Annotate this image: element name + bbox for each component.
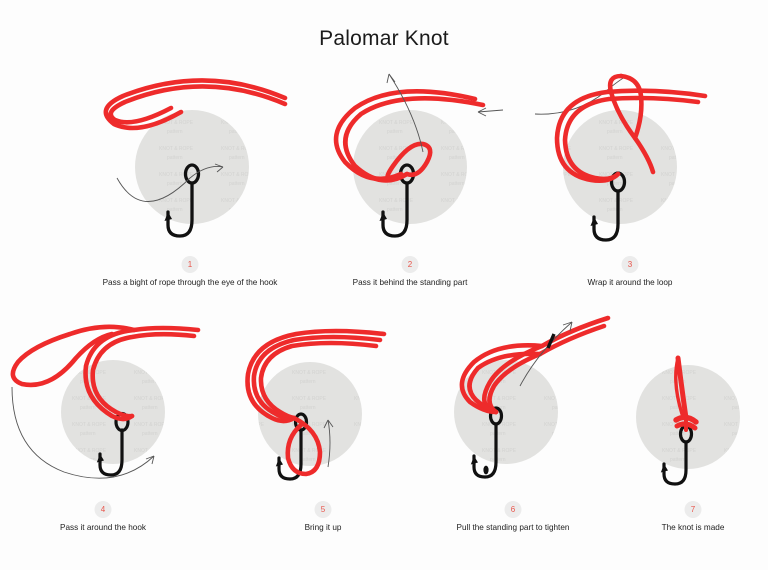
step-4-illustration: KNOT & ROPE pattern — [8, 312, 201, 502]
step-2-badge: 2 — [401, 256, 419, 273]
step-7-caption: The knot is made — [661, 523, 725, 532]
page-title: Palomar Knot — [319, 27, 449, 50]
rope-path — [333, 89, 486, 183]
step-3-badge: 3 — [621, 256, 639, 273]
guide-arrow-icon — [323, 419, 334, 468]
disc-backdrop — [135, 110, 249, 224]
rope-path — [245, 328, 387, 477]
step-3-illustration: KNOT & ROPE pattern — [534, 62, 725, 252]
tension-mark-icon — [546, 333, 556, 349]
step-1: KNOT & ROPE pattern — [95, 62, 288, 287]
step-2-illustration: KNOT & ROPE pattern — [315, 62, 505, 252]
guide-arrow-icon — [11, 386, 155, 479]
rope-path — [10, 324, 201, 422]
step-7: KNOT & ROPE pattern — [598, 312, 768, 532]
step-1-badge: 1 — [181, 256, 199, 273]
step-2: KNOT & ROPE pattern — [315, 62, 505, 287]
step-5-badge: 5 — [314, 501, 332, 518]
hook-icon — [275, 412, 309, 481]
step-5: KNOT & ROPE pattern — [228, 312, 418, 532]
step-5-caption: Bring it up — [304, 523, 342, 532]
rope-path — [554, 73, 708, 184]
step-4-caption: Pass it around the hook — [59, 523, 147, 532]
step-7-illustration: KNOT & ROPE pattern — [598, 312, 768, 502]
rope-path — [674, 355, 689, 421]
rope-path — [103, 78, 288, 131]
step-2-caption: Pass it behind the standing part — [352, 278, 468, 287]
step-6-caption: Pull the standing part to tighten — [456, 523, 570, 532]
step-6: KNOT & ROPE pattern — [418, 312, 611, 532]
knot-cinch — [673, 414, 699, 432]
step-1-caption: Pass a bight of rope through the eye of … — [102, 278, 278, 287]
disc-backdrop — [563, 110, 677, 224]
step-3-caption: Wrap it around the loop — [587, 278, 673, 287]
step-4: KNOT & ROPE pattern — [8, 312, 201, 532]
step-3: KNOT & ROPE pattern — [534, 62, 725, 287]
disc-backdrop — [454, 360, 558, 464]
step-4-badge: 4 — [94, 501, 112, 518]
disc-backdrop — [258, 362, 362, 466]
hook-icon — [470, 406, 504, 479]
step-7-badge: 7 — [684, 501, 702, 518]
step-6-badge: 6 — [504, 501, 522, 518]
step-5-illustration: KNOT & ROPE pattern — [228, 312, 418, 502]
step-6-illustration: KNOT & ROPE pattern — [418, 312, 611, 502]
guide-arrow-icon — [386, 73, 504, 153]
hook-icon — [164, 163, 201, 238]
step-1-illustration: KNOT & ROPE pattern — [95, 62, 288, 252]
rope-path — [459, 315, 611, 415]
guide-arrow-icon — [519, 321, 573, 387]
guide-arrow-icon — [116, 163, 224, 202]
